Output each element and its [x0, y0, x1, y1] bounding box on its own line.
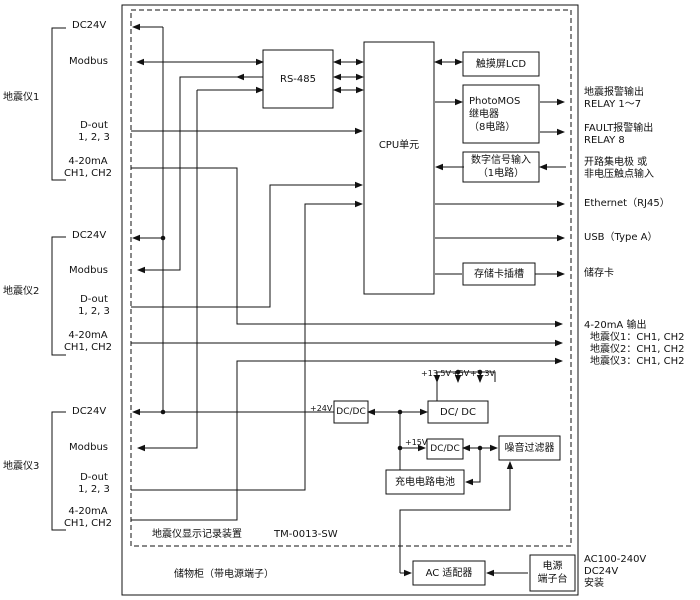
ethernet-label: Ethernet（RJ45） [584, 198, 670, 209]
s2-modbus-label: Modbus [69, 265, 108, 276]
v15-label: +15V [405, 438, 428, 447]
seismometer-2-name: 地震仪2 [3, 286, 40, 297]
noise-filter-label: 噪音过滤器 [504, 442, 555, 454]
dcdc-main-label: DC/DC [336, 406, 366, 417]
cabinet-outline [121, 4, 579, 596]
photomos-label: PhotoMOS 继电器 （8电路） [469, 95, 521, 133]
charger-label: 充电电路电池 [395, 476, 455, 488]
s1-modbus-label: Modbus [69, 56, 108, 67]
ac-adapter-label: AC 适配器 [425, 567, 473, 579]
model-label: TM-0013-SW [274, 529, 338, 540]
analog-lines [131, 167, 563, 521]
contact-input-label: 开路集电极 或非电压触点输入 [584, 157, 654, 180]
dcdc-small-label: DC/DC [430, 443, 460, 454]
charger-block [385, 469, 465, 495]
s3-modbus-label: Modbus [69, 442, 108, 453]
bracket-seismometer-2 [51, 236, 66, 356]
lcd-block [462, 51, 540, 77]
cpu-peripheral-links [434, 58, 566, 278]
junction-dots [160, 235, 483, 451]
card-label: 储存卡 [584, 268, 614, 279]
device-outline [130, 9, 572, 547]
s1-dc24v-label: DC24V [72, 20, 107, 31]
dcdc-right-label: DC/ DC [440, 406, 476, 418]
power-input-label: AC100-240V DC24V 安装 [584, 554, 647, 589]
analog-output-label: 4-20mA 输出 地震仪1：CH1, CH2 地震仪2：CH1, CH2 地震… [584, 320, 685, 367]
cpu-block [363, 41, 435, 295]
seismometer-3-name: 地震仪3 [3, 461, 40, 472]
s2-dc24v-label: DC24V [72, 230, 107, 241]
v3-3-label: +3.3V [470, 369, 495, 378]
v13-5-label: +13.5V [421, 369, 451, 378]
power-terminal-block [529, 554, 576, 592]
v5-label: +5V [452, 369, 470, 378]
bracket-seismometer-3 [51, 411, 66, 531]
photomos-block [462, 84, 540, 144]
dcdc-right-block [427, 400, 489, 424]
s3-dc24v-label: DC24V [72, 406, 107, 417]
noise-filter-block [498, 435, 561, 461]
sd-slot-label: 存储卡插槽 [474, 268, 524, 280]
rs485-label: RS-485 [280, 73, 316, 85]
dc24v-bus [132, 23, 334, 416]
bracket-seismometer-1 [51, 27, 66, 181]
ac-adapter-block [412, 560, 486, 586]
power-terminal-label: 电源 端子台 [537, 561, 568, 585]
dout-lines [131, 127, 363, 491]
digital-input-label: 数字信号输入 （1电路） [471, 155, 531, 179]
v24-label: +24V [310, 404, 333, 413]
cpu-label: CPU单元 [378, 139, 420, 151]
seismometer-1-name: 地震仪1 [3, 92, 40, 103]
modbus-lines [136, 58, 364, 452]
lcd-label: 触摸屏LCD [475, 58, 527, 70]
usb-label: USB（Type A） [584, 232, 658, 243]
device-label: 地震仪显示记录装置 [152, 529, 242, 540]
cabinet-label: 储物柜（带电源端子） [174, 569, 274, 580]
